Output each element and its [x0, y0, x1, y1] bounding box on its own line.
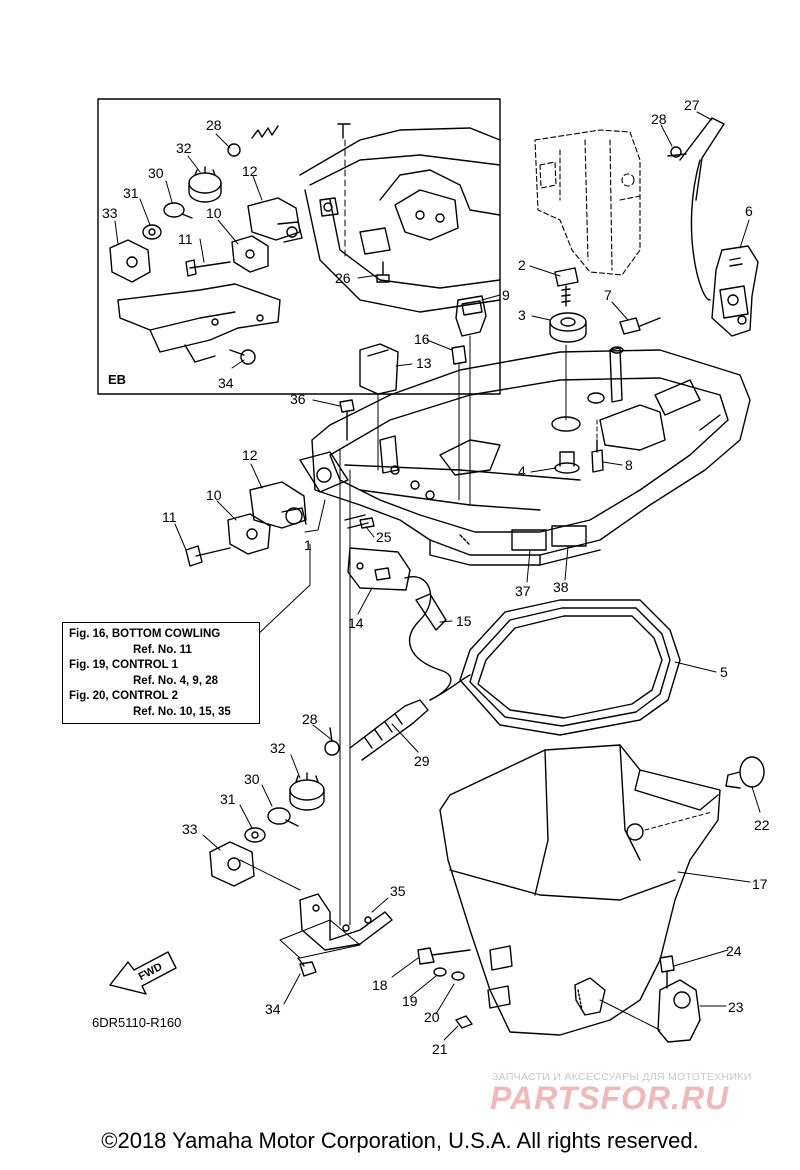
callout-inset-11: 11 — [178, 231, 193, 247]
callout-29: 29 — [414, 753, 430, 769]
screw-34-drawing — [297, 957, 317, 977]
callout-38: 38 — [553, 579, 569, 595]
lower-cowling-drawing — [439, 744, 721, 1036]
cable-15-drawing — [415, 593, 447, 631]
left-bracket-parts-drawing — [185, 481, 326, 567]
callout-24: 24 — [726, 943, 742, 959]
bracket-6-drawing — [711, 245, 759, 337]
fuel-hose-drawing — [667, 117, 725, 301]
fwd-arrow — [109, 951, 177, 995]
callout-22: 22 — [754, 817, 770, 833]
watermark-logo: PARTSFOR.RU — [490, 1080, 730, 1116]
callout-28b: 28 — [302, 711, 318, 727]
callout-inset-10: 10 — [206, 205, 222, 221]
note-ref-19: Ref. No. 4, 9, 28 — [133, 674, 219, 687]
inset-cowling-drawing — [299, 123, 501, 313]
note-ref-20: Ref. No. 10, 15, 35 — [133, 705, 231, 718]
callout-inset-34: 34 — [218, 375, 234, 391]
callout-4: 4 — [518, 463, 526, 479]
clip-9-drawing — [455, 295, 487, 506]
carburetor-drawing — [534, 129, 641, 276]
callout-5: 5 — [720, 664, 728, 680]
callout-inset-12: 12 — [242, 163, 258, 179]
note-fig-16: Fig. 16, BOTTOM COWLING — [69, 628, 221, 640]
callout-30: 30 — [244, 771, 260, 787]
callout-inset-28: 28 — [206, 117, 222, 133]
note-fig-20: Fig. 20, CONTROL 2 — [69, 690, 179, 702]
callout-inset-31: 31 — [123, 185, 139, 201]
fasteners-18-21-drawing — [417, 947, 473, 1029]
callout-numbers: 27 28 6 2 9 3 7 16 13 36 4 8 12 10 11 1 … — [102, 97, 770, 1057]
inset-parts — [109, 125, 390, 365]
callout-20: 20 — [424, 1009, 440, 1025]
callout-25: 25 — [376, 529, 392, 545]
callout-inset-30: 30 — [148, 165, 164, 181]
lower-left-parts-drawing — [209, 727, 340, 887]
callout-19: 19 — [402, 993, 418, 1009]
latch-23-24-drawing — [599, 955, 701, 1043]
bottom-cowling-drawing — [299, 346, 751, 566]
plate-13-drawing — [359, 343, 399, 471]
inset-label: EB — [108, 372, 127, 387]
callout-inset-26: 26 — [335, 270, 351, 286]
callout-23: 23 — [728, 999, 744, 1015]
cable-29-drawing — [349, 674, 471, 761]
callout-18: 18 — [372, 977, 388, 993]
part-code: 6DR5110-R160 — [92, 1015, 182, 1030]
callout-16: 16 — [414, 331, 430, 347]
callout-3: 3 — [518, 307, 526, 323]
inset-frame — [97, 98, 501, 395]
callout-33: 33 — [182, 821, 198, 837]
callout-6: 6 — [745, 203, 753, 219]
callout-27: 27 — [684, 97, 700, 113]
callout-8: 8 — [625, 457, 633, 473]
bolt-36-drawing — [339, 399, 355, 441]
note-ref-16: Ref. No. 11 — [133, 643, 192, 656]
callout-13: 13 — [416, 355, 432, 371]
callout-11: 11 — [162, 509, 177, 525]
callout-31: 31 — [220, 791, 236, 807]
bracket-35-drawing — [239, 449, 393, 959]
inset-bracket-drawing — [117, 283, 281, 363]
callout-36: 36 — [290, 391, 306, 407]
parts-4-8-drawing — [554, 419, 604, 474]
callout-inset-33: 33 — [102, 205, 118, 221]
callout-9: 9 — [502, 287, 510, 303]
callout-35: 35 — [390, 883, 406, 899]
note-fig-19: Fig. 19, CONTROL 1 — [69, 659, 179, 671]
grommet-22-drawing — [725, 756, 765, 813]
callout-32: 32 — [270, 740, 286, 756]
seal-5-drawing — [459, 599, 681, 736]
screw-7-drawing — [619, 317, 661, 335]
callout-34: 34 — [265, 1001, 281, 1017]
callout-21: 21 — [432, 1041, 448, 1057]
callout-1: 1 — [304, 537, 312, 553]
callout-14: 14 — [348, 615, 364, 631]
callout-inset-32: 32 — [176, 140, 192, 156]
watermark-tagline: ЗАПЧАСТИ И АКСЕССУАРЫ ДЛЯ МОТОТЕХНИКИ — [492, 1071, 752, 1083]
callout-37: 37 — [515, 583, 531, 599]
callout-10: 10 — [206, 487, 222, 503]
switch-14-drawing — [347, 517, 452, 701]
screw-grommet-drawing — [549, 267, 587, 421]
callout-2: 2 — [518, 257, 526, 273]
callout-12: 12 — [242, 447, 258, 463]
copyright-notice: ©2018 Yamaha Motor Corporation, U.S.A. A… — [101, 1128, 699, 1153]
reference-note: Fig. 16, BOTTOM COWLING Ref. No. 11 Fig.… — [62, 622, 260, 724]
callout-leaders — [114, 111, 751, 1041]
callout-15: 15 — [456, 613, 472, 629]
callout-7: 7 — [604, 287, 612, 303]
callout-28: 28 — [651, 111, 667, 127]
clip-16-drawing — [451, 345, 467, 501]
callout-17: 17 — [752, 876, 768, 892]
